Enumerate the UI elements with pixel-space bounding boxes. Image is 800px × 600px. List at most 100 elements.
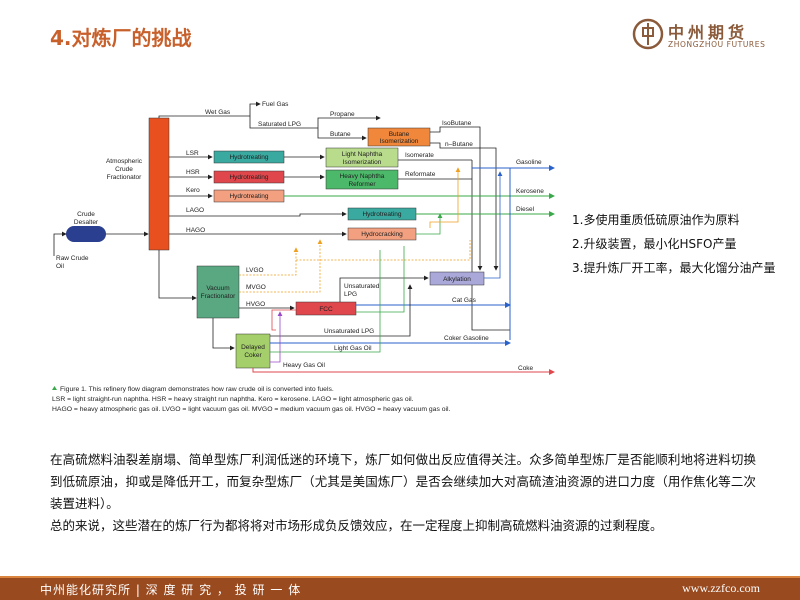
key-point-1: 1.多使用重质低硫原油作为原料 (572, 213, 740, 227)
light-naphtha-isomerization-unit: Light Naphtha Isomerization (325, 147, 399, 168)
lago-label: LAGO (186, 207, 204, 214)
mvgo-label: MVGO (246, 284, 266, 291)
atm-frac-label-3: Fractionator (107, 174, 143, 181)
body-paragraph-2: 总的来说，这些潜在的炼厂行为都将将对市场形成负反馈效应，在一定程度上抑制高硫燃料… (50, 518, 663, 533)
fcc-label: FCC (319, 306, 333, 313)
coke-line (252, 368, 555, 375)
kero-label: Kero (186, 187, 200, 194)
caption-line-3: HAGO = heavy atmospheric gas oil. LVGO =… (52, 406, 451, 413)
raw-crude-line (53, 231, 67, 256)
key-points-list: 1.多使用重质低硫原油作为原料 2.升级装置，最小化HSFO产量 3.提升炼厂开… (572, 208, 775, 280)
heavy-gas-oil-label: Heavy Gas Oil (283, 362, 325, 369)
hydrotreating-lago-unit: Hydrotreating (347, 207, 417, 221)
footer-accent-line (0, 576, 800, 578)
atm-bottoms-line (158, 250, 197, 301)
logo-mark-icon (632, 18, 664, 50)
fuel-gas-label: Fuel Gas (262, 101, 289, 108)
isomerate-label: Isomerate (405, 152, 434, 159)
heavy-naphtha-reformer-unit: Heavy Naphtha Reformer (325, 169, 399, 190)
butane-isom-label: Butane (389, 131, 410, 138)
unsat-lpg-a-label: Unsaturated (344, 283, 380, 290)
vacuum-label-2: Fractionator (201, 293, 237, 300)
company-logo: 中州期货 ZHONGZHOU FUTURES (632, 18, 772, 54)
alkylation-label: Alkylation (443, 276, 471, 283)
heavy-gas-oil-line (270, 311, 283, 363)
lvgo-line (239, 247, 299, 276)
key-point-2: 2.升级装置，最小化HSFO产量 (572, 237, 737, 251)
lago-line (169, 211, 347, 217)
gasoline-label: Gasoline (516, 159, 542, 166)
hydrocracking-unit: Hydrocracking (347, 227, 417, 241)
unsat-lpg-b-label: LPG (344, 291, 357, 298)
delayed-coker-unit: Delayed Coker (235, 333, 271, 369)
propane-label: Propane (330, 111, 355, 118)
n-butane-label: n–Butane (445, 141, 473, 148)
wet-gas-label: Wet Gas (205, 109, 231, 116)
delayed-coker-label: Delayed (241, 344, 265, 351)
unsat-lpg-label: Unsaturated LPG (324, 328, 374, 335)
hvgo-label: HVGO (246, 301, 265, 308)
hnaphtha-label: Heavy Naphtha (340, 173, 385, 180)
fcc-red-recycle (271, 309, 296, 331)
hydrotreating-lsr-unit: Hydrotreating (213, 150, 285, 164)
vacuum-label: Vacuum (206, 285, 229, 292)
coker-unsat-lpg-line (270, 284, 413, 337)
light-gas-oil-line (270, 250, 381, 353)
sat-lpg-line (249, 116, 318, 129)
logo-english-name: ZHONGZHOU FUTURES (668, 40, 766, 49)
raw-crude-label-2: Oil (56, 263, 65, 270)
vacuum-fractionator-unit: Vacuum Fractionator (196, 265, 240, 319)
caption-triangle-icon (52, 386, 57, 390)
hydrotreating-kero-unit: Hydrotreating (213, 189, 285, 203)
footer-website-link[interactable]: www.zzfco.com (682, 581, 760, 595)
delayed-coker-label-2: Coker (244, 352, 262, 359)
hydrotreating-hsr-label: Hydrotreating (229, 174, 268, 181)
logo-chinese-name: 中州期货 (668, 23, 749, 42)
fcc-unit: FCC (295, 301, 357, 316)
coker-gasoline-label: Coker Gasoline (444, 335, 489, 342)
vgo-orange-return (296, 240, 471, 261)
isobutane-label: IsoButane (442, 120, 472, 127)
caption-line-2: LSR = light straight-run naphtha. HSR = … (52, 396, 414, 403)
atm-frac-label-2: Crude (115, 166, 133, 173)
propane-line (317, 115, 381, 128)
caption-line-1: Figure 1. This refinery flow diagram dem… (60, 386, 334, 393)
footer-institute-text: 中州能化研究所 | 深 度 研 究 ， 投 研 一 体 (40, 583, 302, 597)
mvgo-line (239, 239, 323, 293)
hydrotreating-lsr-label: Hydrotreating (229, 154, 268, 161)
coke-label: Coke (518, 365, 534, 372)
diesel-label: Diesel (516, 206, 535, 213)
alkylate-line (484, 171, 503, 279)
fcc-lco-line (356, 246, 405, 313)
fcc-unsat-lpg-line (339, 275, 429, 302)
butane-isom-label-2: Isomerization (380, 138, 419, 145)
crude-desalter-label: Crude (77, 211, 95, 218)
lnaphtha-label: Light Naphtha (342, 151, 383, 158)
butane-label: Butane (330, 131, 351, 138)
kerosene-label: Kerosene (516, 188, 544, 195)
hsr-label: HSR (186, 169, 200, 176)
body-paragraph-1: 在高硫燃料油裂差崩塌、简单型炼厂利润低迷的环境下，炼厂如何做出反应值得关注。众多… (50, 452, 756, 511)
hago-label: HAGO (186, 227, 205, 234)
hydrotreating-kero-label: Hydrotreating (229, 193, 268, 200)
isobutane-line (430, 126, 483, 271)
key-point-3: 3.提升炼厂开工率，最大化馏分油产量 (572, 261, 776, 275)
saturated-lpg-label: Saturated LPG (258, 121, 301, 128)
hydrocracking-to-diesel-line (416, 213, 443, 235)
lsr-label: LSR (186, 150, 199, 157)
footer-bar: 中州能化研究所 | 深 度 研 究 ， 投 研 一 体 www.zzfco.co… (0, 576, 800, 600)
hnaphtha-label-2: Reformer (348, 181, 376, 188)
vac-bottoms-line (212, 318, 235, 351)
reformate-label: Reformate (405, 171, 436, 178)
hydrotreating-hsr-unit: Hydrotreating (213, 170, 285, 184)
hydrocracking-to-gasoline-line (429, 167, 461, 228)
raw-crude-label: Raw Crude (56, 255, 89, 262)
hydrocracking-label: Hydrocracking (361, 231, 403, 238)
slide-title: 4.对炼厂的挑战 (50, 26, 192, 50)
n-butane-line (430, 142, 499, 271)
gasoline-collector (471, 160, 510, 331)
atm-frac-label: Atmospheric (106, 158, 143, 165)
lnaphtha-label-2: Isomerization (343, 159, 382, 166)
hydrotreating-lago-label: Hydrotreating (362, 211, 401, 218)
